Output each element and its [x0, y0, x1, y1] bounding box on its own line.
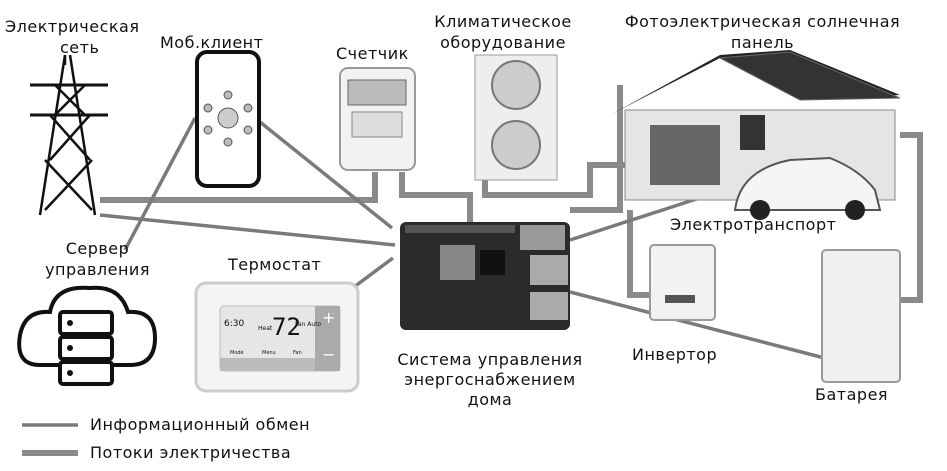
thermostat-mode-button[interactable]: Mode	[230, 350, 244, 356]
info-line-grid-controller	[99, 213, 396, 247]
label-controller-1: Система управления	[397, 350, 583, 369]
label-server-1: Сервер	[65, 239, 130, 258]
thermostat-fan-status: Fan Auto	[295, 321, 322, 328]
cloud-server-icon	[17, 285, 158, 386]
info-line-phone-server	[123, 117, 197, 251]
legend-info-label: Информационный обмен	[90, 415, 311, 434]
controller-board-icon	[400, 222, 570, 330]
power-tower-icon	[30, 54, 108, 216]
thermostat-device	[194, 281, 360, 393]
thermostat-plus-button[interactable]: +	[322, 308, 336, 327]
power-line-grid-meter	[100, 172, 378, 203]
label-climate-1: Климатическое	[434, 12, 572, 31]
label-inverter: Инвертор	[632, 345, 718, 364]
label-mobile-client: Моб.клиент	[160, 33, 264, 52]
info-line-phone-controller	[253, 116, 394, 230]
info-line-controller-battery	[569, 290, 841, 364]
label-battery: Батарея	[815, 385, 889, 404]
thermostat-fan-button[interactable]: Fan	[293, 350, 302, 356]
label-solar-1: Фотоэлектрическая солнечная	[624, 12, 901, 31]
thermostat-menu-button[interactable]: Menu	[262, 350, 276, 356]
power-lines	[100, 85, 923, 303]
thermostat-temp: 72	[272, 313, 301, 341]
electric-meter-icon	[339, 67, 416, 171]
label-ev: Электротранспорт	[670, 215, 837, 234]
label-controller-3: дома	[467, 390, 513, 409]
label-grid-2: сеть	[60, 38, 100, 57]
label-climate-2: оборудование	[440, 33, 566, 52]
electric-car-icon	[733, 156, 882, 220]
info-line-thermostat-controller	[348, 256, 395, 292]
thermostat-minus-button[interactable]: −	[322, 345, 336, 364]
label-grid-1: Электрическая	[5, 17, 140, 36]
info-lines	[99, 116, 841, 364]
label-thermostat: Термостат	[228, 255, 322, 274]
thermostat-time: 6:30	[224, 319, 245, 329]
label-controller-2: энергоснабжением	[404, 370, 576, 389]
label-meter: Счетчик	[336, 44, 409, 63]
climate-unit-icon	[474, 54, 558, 181]
label-solar-2: панель	[730, 33, 795, 52]
phone-icon	[195, 50, 261, 188]
legend-power-label: Потоки электричества	[90, 443, 292, 462]
power-line-house	[570, 85, 623, 213]
thermostat-mode: Heat	[258, 325, 273, 332]
battery-icon	[821, 249, 901, 383]
inverter-icon	[649, 244, 716, 321]
power-line-inverter	[627, 210, 650, 298]
label-server-2: управления	[45, 260, 150, 279]
power-line-battery	[900, 132, 923, 303]
